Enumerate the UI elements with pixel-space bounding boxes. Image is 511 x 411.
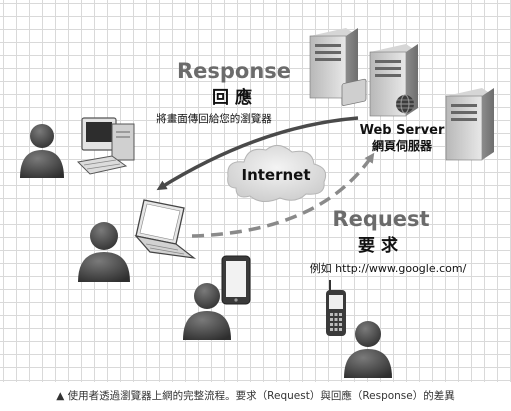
mobile-phone-icon xyxy=(326,280,346,336)
response-arrow xyxy=(156,116,359,191)
web-server-label-en: Web Server xyxy=(360,123,445,138)
response-label-en: Response xyxy=(177,59,291,83)
server-icon xyxy=(309,28,358,99)
server-icon xyxy=(445,88,494,161)
server-icon xyxy=(341,44,418,117)
figure-caption: ▲ 使用者透過瀏覽器上網的完整流程。要求（Request）與回應（Respons… xyxy=(56,390,455,402)
person-icon xyxy=(344,321,392,378)
response-label-zh: 回 應 xyxy=(212,87,252,108)
request-arrow xyxy=(191,152,375,238)
person-icon xyxy=(20,124,64,178)
person-icon xyxy=(78,222,130,282)
person-icon xyxy=(183,283,231,340)
cloud-icon xyxy=(227,145,327,202)
web-request-response-diagram: Response 回 應 將畫面傳回給您的瀏覽器 Web Server 網頁伺服… xyxy=(20,28,494,378)
desktop-computer-icon xyxy=(76,117,135,175)
request-label-zh: 要 求 xyxy=(358,235,398,256)
laptop-icon xyxy=(134,199,197,259)
response-description: 將畫面傳回給您的瀏覽器 xyxy=(156,112,272,125)
tablet-icon xyxy=(221,255,251,305)
request-description: 例如 http://www.google.com/ xyxy=(310,261,467,275)
globe-icon xyxy=(396,94,414,114)
web-server-label-zh: 網頁伺服器 xyxy=(372,138,433,153)
request-label-en: Request xyxy=(332,207,429,231)
internet-label: Internet xyxy=(241,166,310,184)
diagram-frame: Response 回 應 將畫面傳回給您的瀏覽器 Web Server 網頁伺服… xyxy=(0,0,511,382)
